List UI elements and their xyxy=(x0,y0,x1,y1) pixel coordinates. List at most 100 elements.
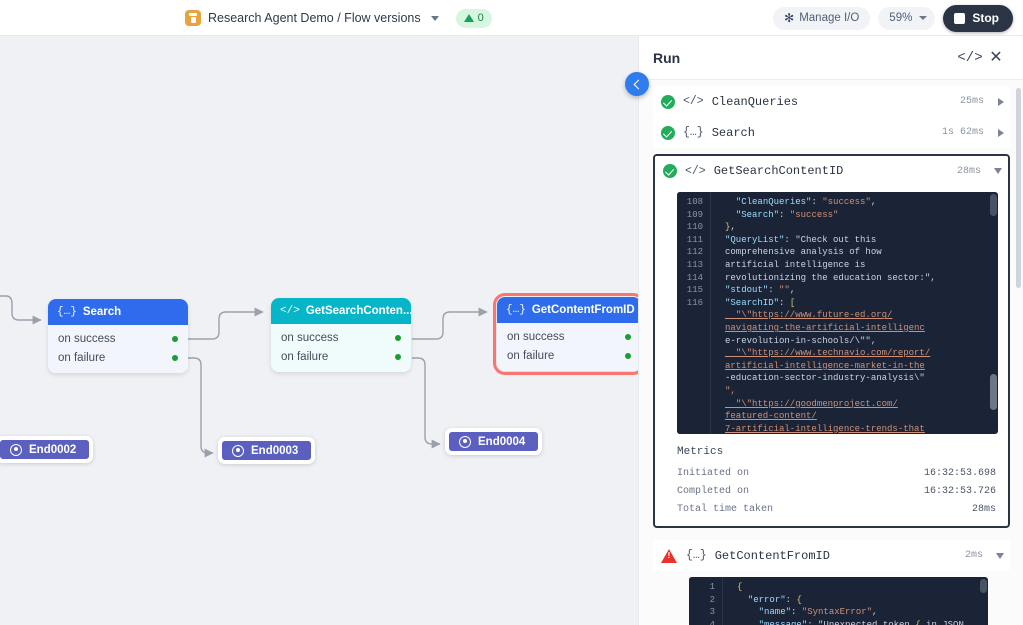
port-label: on failure xyxy=(507,349,555,362)
code-view-icon[interactable]: </> xyxy=(957,49,983,66)
port-status-dot xyxy=(395,353,401,360)
end-circle-icon xyxy=(10,443,22,456)
node-port-on-failure[interactable]: on failure xyxy=(271,347,411,366)
run-step-duration: 1s 62ms xyxy=(941,127,984,138)
run-steps-list[interactable]: </> CleanQueries 25ms {…} Search 1s 62ms… xyxy=(639,80,1023,625)
port-status-dot xyxy=(395,334,401,341)
run-step-metrics: Metrics Initiated on 16:32:53.698 Comple… xyxy=(655,440,1008,526)
end-node-label: End0004 xyxy=(478,435,526,448)
warning-count: 0 xyxy=(477,12,484,24)
success-check-icon xyxy=(663,164,677,178)
run-panel: Run </> ✕ </> CleanQueries 25ms {…} Sear… xyxy=(638,36,1023,625)
flow-node-end0004[interactable]: End0004 xyxy=(445,428,543,455)
port-label: on success xyxy=(58,332,116,345)
json-kind-icon: {…} xyxy=(57,306,77,318)
collapse-panel-button[interactable] xyxy=(625,72,649,96)
metric-row: Total time taken 28ms xyxy=(677,500,996,518)
code-gutter: 12345 xyxy=(689,577,723,625)
metric-row: Initiated on 16:32:53.698 xyxy=(677,464,996,482)
status-badge[interactable]: 0 xyxy=(455,8,492,28)
flow-app-icon xyxy=(185,10,201,26)
manage-io-button[interactable]: ✻ Manage I/O xyxy=(773,6,871,30)
json-kind-icon: {…} xyxy=(683,126,704,139)
flow-node-end0002[interactable]: End0002 xyxy=(0,436,94,463)
flow-canvas[interactable]: {…} Search on success on failure </> Get… xyxy=(0,36,638,625)
flow-node-getsearchcontentid[interactable]: </> GetSearchConten... on success on fai… xyxy=(271,298,411,372)
node-title: GetContentFromID xyxy=(531,304,635,316)
success-check-icon xyxy=(661,125,675,140)
run-step-name: GetSearchContentID xyxy=(713,164,844,178)
expand-chevron-right-icon[interactable] xyxy=(998,97,1004,106)
end-node-label: End0003 xyxy=(251,444,299,457)
port-status-dot xyxy=(625,352,631,359)
error-warning-icon xyxy=(661,548,677,563)
code-scrollbar-thumb[interactable] xyxy=(990,374,997,410)
zoom-level-value: 59% xyxy=(889,12,913,24)
metric-value: 16:32:53.726 xyxy=(923,485,996,497)
warning-triangle-icon xyxy=(463,14,474,22)
json-kind-icon: {…} xyxy=(686,549,707,562)
metric-label: Initiated on xyxy=(677,467,750,479)
metric-row: Completed on 16:32:53.726 xyxy=(677,482,996,500)
flow-node-end0003[interactable]: End0003 xyxy=(218,437,316,464)
node-header: {…} GetContentFromID xyxy=(497,297,638,323)
code-kind-icon: </> xyxy=(280,305,300,317)
port-label: on success xyxy=(281,331,339,344)
node-port-on-success[interactable]: on success xyxy=(48,329,188,348)
flow-node-getcontentfromid[interactable]: {…} GetContentFromID on success on failu… xyxy=(493,293,638,375)
code-kind-icon: </> xyxy=(683,95,704,108)
run-step-duration: 2ms xyxy=(964,550,983,561)
chevron-down-icon[interactable] xyxy=(430,15,439,21)
run-step-getsearchcontentid[interactable]: </> GetSearchContentID 28ms xyxy=(655,156,1008,186)
breadcrumb[interactable]: Research Agent Demo / Flow versions 0 xyxy=(185,0,492,36)
metrics-title: Metrics xyxy=(677,446,724,458)
stop-square-icon xyxy=(954,12,966,24)
success-check-icon xyxy=(661,94,675,109)
metric-value: 28ms xyxy=(971,503,996,515)
node-title: Search xyxy=(82,306,122,318)
expand-chevron-right-icon[interactable] xyxy=(998,128,1004,137)
close-icon[interactable]: ✕ xyxy=(989,48,1003,66)
stop-button[interactable]: Stop xyxy=(943,4,1013,32)
node-port-on-success[interactable]: on success xyxy=(271,328,411,347)
code-scrollbar-track xyxy=(980,579,987,593)
end-circle-icon xyxy=(459,435,471,448)
run-step-name: GetContentFromID xyxy=(714,548,830,563)
end-circle-icon xyxy=(232,444,244,457)
port-label: on success xyxy=(507,330,565,343)
code-kind-icon: </> xyxy=(685,164,706,178)
port-label: on failure xyxy=(281,350,329,363)
run-step-getcontentfromid[interactable]: {…} GetContentFromID 2ms xyxy=(653,540,1010,571)
json-kind-icon: {…} xyxy=(506,304,526,316)
run-step-cleanqueries[interactable]: </> CleanQueries 25ms xyxy=(653,86,1010,117)
manage-io-label: Manage I/O xyxy=(799,12,860,24)
flow-edges xyxy=(0,295,488,458)
run-step-name: Search xyxy=(711,125,755,140)
port-status-dot xyxy=(172,354,178,361)
collapse-chevron-down-icon[interactable] xyxy=(994,168,1002,174)
node-port-on-failure[interactable]: on failure xyxy=(48,348,188,367)
run-step-name: CleanQueries xyxy=(711,94,799,109)
code-lines: { "error": { "name": "SyntaxError", "mes… xyxy=(737,582,964,625)
run-step-duration: 25ms xyxy=(959,96,984,107)
node-body: on success on failure xyxy=(271,324,411,372)
node-body: on success on failure xyxy=(497,323,638,371)
zoom-level-select[interactable]: 59% xyxy=(878,6,936,30)
metric-label: Total time taken xyxy=(677,503,774,515)
top-bar-actions: ✻ Manage I/O 59% Stop xyxy=(773,0,1013,36)
run-panel-scrollbar[interactable] xyxy=(1016,88,1021,288)
node-port-on-success[interactable]: on success xyxy=(497,327,638,346)
node-header: </> GetSearchConten... xyxy=(271,298,411,324)
run-step-error-code[interactable]: 12345 { "error": { "name": "SyntaxError"… xyxy=(689,577,988,625)
port-status-dot xyxy=(625,333,631,340)
node-port-on-failure[interactable]: on failure xyxy=(497,346,638,365)
run-panel-header: Run </> ✕ xyxy=(639,36,1023,80)
flow-node-search[interactable]: {…} Search on success on failure xyxy=(48,299,188,373)
node-title: GetSearchConten... xyxy=(305,305,411,317)
top-bar: Research Agent Demo / Flow versions 0 ✻ … xyxy=(0,0,1023,36)
code-lines: "CleanQueries": "success", "Search": "su… xyxy=(725,197,936,434)
run-step-search[interactable]: {…} Search 1s 62ms xyxy=(653,117,1010,148)
collapse-chevron-down-icon[interactable] xyxy=(996,552,1004,559)
